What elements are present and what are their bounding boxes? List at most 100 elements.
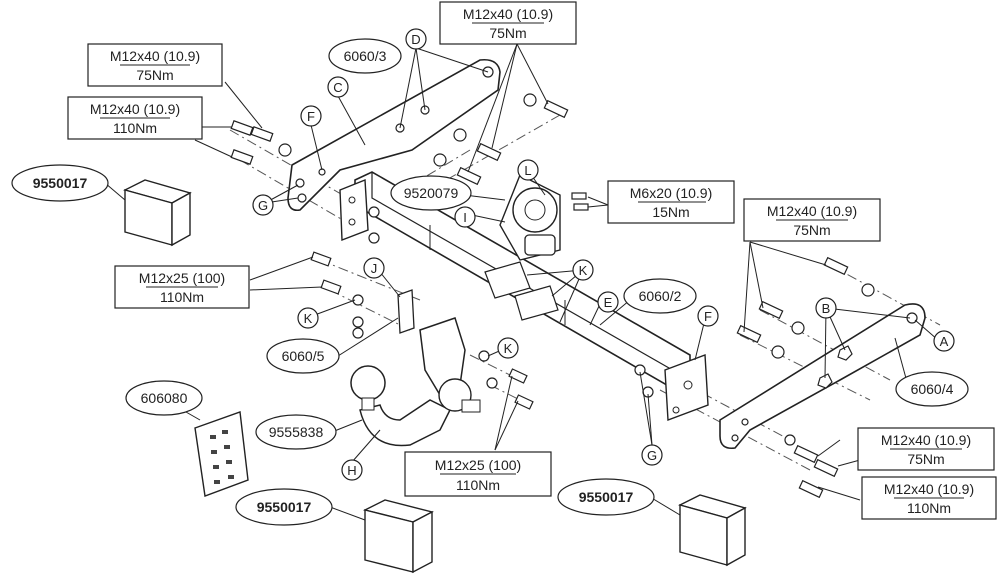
spec-size: M6x20 (10.9) [630,185,712,201]
svg-text:F: F [704,309,712,324]
svg-text:9550017: 9550017 [257,499,312,515]
spec-box-m6x20-15: M6x20 (10.9) 15Nm [607,180,735,224]
svg-text:L: L [524,163,531,178]
spec-torque: 110Nm [160,289,204,305]
plate-hole [348,218,356,226]
spec-box-m12x25-110-left: M12x25 (100) 110Nm [114,265,250,309]
spec-size: M12x40 (10.9) [767,203,857,219]
svg-text:B: B [822,301,831,316]
callout-c: C [327,76,349,98]
callout-g-top: G [252,194,274,216]
spec-box-m12x40-75-topleft: M12x40 (10.9) 75Nm [87,43,223,87]
right-bracket-holes [731,312,918,442]
callout-h: H [341,459,363,481]
spec-torque: 75Nm [489,25,526,41]
spec-box-m12x40-110-bottomright: M12x40 (10.9) 110Nm [861,476,997,520]
svg-text:G: G [258,198,268,213]
plate-hole [683,380,693,390]
spec-torque: 75Nm [907,451,944,467]
callout-f-top: F [300,105,322,127]
box-9550017-left [123,179,192,247]
plate-hole [348,196,356,204]
left-bracket-6060-3 [287,58,501,212]
callout-i: I [454,206,476,228]
svg-text:606080: 606080 [141,390,188,406]
callout-d: D [405,28,427,50]
part-label-9555838: 9555838 [255,414,337,450]
part-label-9550017-right: 9550017 [557,478,655,516]
svg-text:6060/2: 6060/2 [639,288,682,304]
part-label-9550017-left: 9550017 [11,164,109,202]
box-9550017-right [678,494,747,567]
part-label-9520079: 9520079 [390,175,472,211]
svg-text:G: G [647,448,657,463]
callout-k-center: K [572,259,594,281]
spec-box-m12x25-110-bottom: M12x25 (100) 110Nm [404,451,552,497]
svg-text:K: K [304,311,313,326]
svg-text:9520079: 9520079 [404,185,459,201]
towball-9555838 [350,317,481,447]
part-label-6060-4: 6060/4 [895,371,969,407]
part-label-6060-5: 6060/5 [266,338,340,374]
callout-g-bottom: G [641,444,663,466]
svg-text:6060/5: 6060/5 [282,348,325,364]
spec-torque: 110Nm [907,500,951,516]
svg-text:C: C [333,80,342,95]
box-9550017-bottom [362,499,434,574]
callout-f-right: F [697,305,719,327]
part-label-606080: 606080 [125,380,203,416]
svg-text:F: F [307,109,315,124]
svg-text:K: K [579,263,588,278]
spec-box-m12x40-110-topleft: M12x40 (10.9) 110Nm [67,96,203,140]
svg-text:J: J [371,261,378,276]
callout-b: B [815,297,837,319]
callout-a: A [933,330,955,352]
spec-torque: 75Nm [136,67,173,83]
spec-box-m12x40-75-bottomright: M12x40 (10.9) 75Nm [857,427,995,471]
instruction-card-606080 [194,411,249,497]
socket-bracket-9520079 [499,174,561,261]
svg-text:6060/4: 6060/4 [911,381,954,397]
svg-text:K: K [504,341,513,356]
spec-size: M12x40 (10.9) [110,48,200,64]
svg-text:D: D [411,32,420,47]
part-label-6060-3: 6060/3 [328,38,402,74]
svg-text:E: E [604,295,613,310]
spec-size: M12x40 (10.9) [463,6,553,22]
leader-lines [104,43,939,521]
part-label-9550017-bottom: 9550017 [235,488,333,526]
crossbar-bracket-1 [484,261,531,299]
svg-text:9555838: 9555838 [269,424,324,440]
svg-text:9550017: 9550017 [579,489,634,505]
spec-torque: 110Nm [456,477,500,493]
callout-j: J [363,257,385,279]
svg-text:6060/3: 6060/3 [344,48,387,64]
crossbar-edge [371,172,691,381]
spec-size: M12x25 (100) [139,270,225,286]
svg-text:9550017: 9550017 [33,175,88,191]
spec-torque: 15Nm [652,204,689,220]
callout-k-left: K [297,307,319,329]
spec-size: M12x40 (10.9) [90,101,180,117]
spec-size: M12x40 (10.9) [884,481,974,497]
svg-text:A: A [940,334,949,349]
grease-boxes [123,179,747,574]
spec-size: M12x25 (100) [435,457,521,473]
crossbar-bracket-2 [514,285,559,321]
spec-box-m12x40-75-top: M12x40 (10.9) 75Nm [439,1,577,45]
crossbar-left-plate [339,178,369,242]
spec-torque: 110Nm [113,120,157,136]
spec-torque: 75Nm [793,222,830,238]
callout-k-ball: K [497,337,519,359]
spec-size: M12x40 (10.9) [881,432,971,448]
part-label-6060-2: 6060/2 [623,278,697,314]
callout-e: E [597,291,619,313]
svg-text:H: H [347,463,356,478]
plate-j [397,289,415,334]
plate-hole [672,406,680,414]
spec-box-m12x40-75-right: M12x40 (10.9) 75Nm [743,198,881,242]
callout-l: L [517,159,539,181]
svg-text:I: I [463,210,467,225]
m6-bolts [571,192,589,211]
